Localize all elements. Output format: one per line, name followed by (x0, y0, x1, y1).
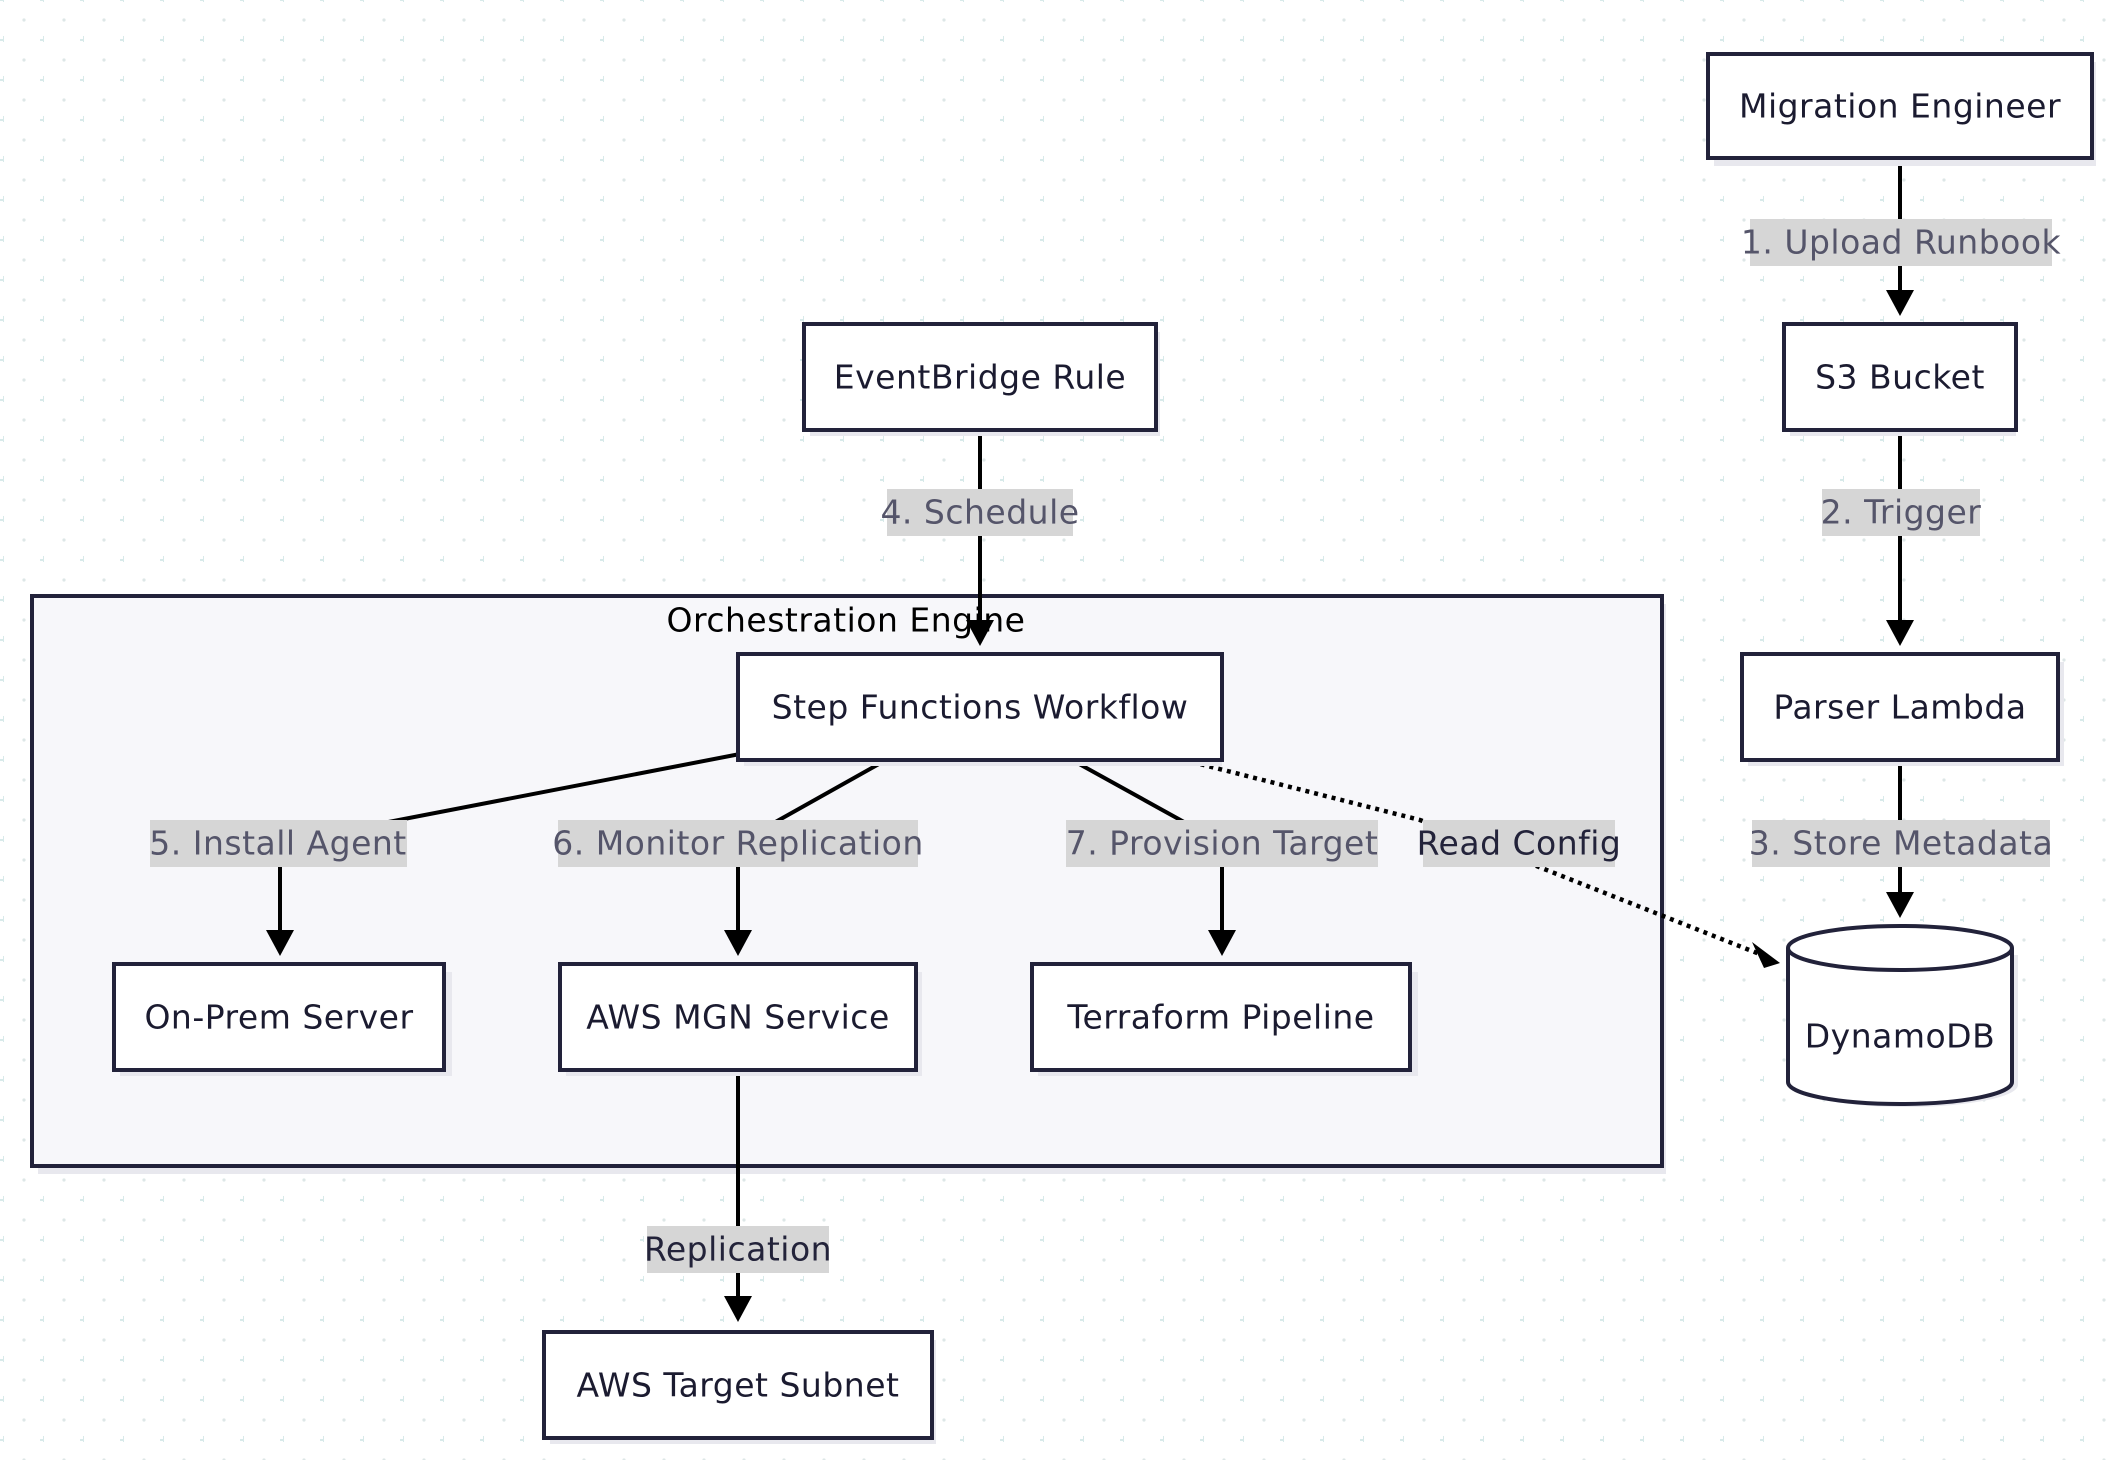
node-aws-mgn-service[interactable]: AWS MGN Service (558, 962, 922, 1076)
nodes: Migration Engineer S3 Bucket EventBridge… (112, 52, 2096, 1444)
arrowhead-install-agent (266, 930, 294, 956)
node-label: Migration Engineer (1739, 87, 2061, 126)
node-label: Parser Lambda (1773, 688, 2026, 727)
node-label: Step Functions Workflow (772, 688, 1189, 727)
label-monitor-replication: 6. Monitor Replication (552, 820, 924, 867)
arrowhead-read-config (1752, 942, 1780, 968)
svg-text:6. Monitor Replication: 6. Monitor Replication (552, 824, 924, 863)
arrowhead-provision-target (1208, 930, 1236, 956)
node-terraform-pipeline[interactable]: Terraform Pipeline (1030, 962, 1418, 1076)
node-label: DynamoDB (1805, 1017, 1995, 1056)
node-label: On-Prem Server (144, 998, 413, 1037)
node-parser-lambda[interactable]: Parser Lambda (1740, 652, 2064, 766)
arrowhead-upload-runbook (1886, 290, 1914, 316)
label-provision-target: 7. Provision Target (1066, 820, 1379, 867)
node-eventbridge-rule[interactable]: EventBridge Rule (802, 322, 1160, 436)
svg-text:3. Store Metadata: 3. Store Metadata (1749, 824, 2053, 863)
node-aws-target-subnet[interactable]: AWS Target Subnet (542, 1330, 936, 1444)
svg-text:2. Trigger: 2. Trigger (1821, 493, 1982, 532)
node-step-functions-workflow[interactable]: Step Functions Workflow (736, 652, 1224, 766)
cylinder-body (1786, 948, 2014, 1106)
node-migration-engineer[interactable]: Migration Engineer (1706, 52, 2096, 166)
arrowhead-store-metadata (1886, 892, 1914, 918)
label-trigger: 2. Trigger (1821, 489, 1982, 536)
arrowhead-schedule (966, 620, 994, 646)
label-install-agent: 5. Install Agent (149, 820, 407, 867)
label-store-metadata: 3. Store Metadata (1749, 820, 2053, 867)
label-replication: Replication (644, 1226, 832, 1273)
cylinder-top (1786, 924, 2014, 972)
label-read-config: Read Config (1417, 820, 1622, 867)
label-upload-runbook: 1. Upload Runbook (1741, 219, 2062, 266)
svg-text:7. Provision Target: 7. Provision Target (1066, 824, 1379, 863)
cluster-title: Orchestration Engine (667, 601, 1026, 640)
svg-text:Replication: Replication (644, 1230, 832, 1269)
arrowhead-replication (724, 1296, 752, 1322)
edge-labels: 1. Upload Runbook 2. Trigger 3. Store Me… (149, 219, 2061, 1273)
svg-text:1. Upload Runbook: 1. Upload Runbook (1741, 223, 2062, 262)
svg-text:5. Install Agent: 5. Install Agent (149, 824, 406, 863)
arrowhead-trigger (1886, 620, 1914, 646)
node-label: AWS Target Subnet (577, 1366, 900, 1405)
node-s3-bucket[interactable]: S3 Bucket (1782, 322, 2018, 436)
edge-read-config (1191, 759, 1763, 958)
node-label: EventBridge Rule (834, 358, 1126, 397)
svg-text:4. Schedule: 4. Schedule (880, 493, 1079, 532)
node-label: Terraform Pipeline (1066, 998, 1374, 1037)
svg-text:Read Config: Read Config (1417, 824, 1622, 863)
node-label: AWS MGN Service (586, 998, 890, 1037)
label-schedule: 4. Schedule (880, 489, 1079, 536)
arrowhead-monitor-replication (724, 930, 752, 956)
node-label: S3 Bucket (1815, 358, 1985, 397)
node-on-prem-server[interactable]: On-Prem Server (112, 962, 452, 1076)
node-dynamodb[interactable]: DynamoDB (1786, 924, 2018, 1107)
